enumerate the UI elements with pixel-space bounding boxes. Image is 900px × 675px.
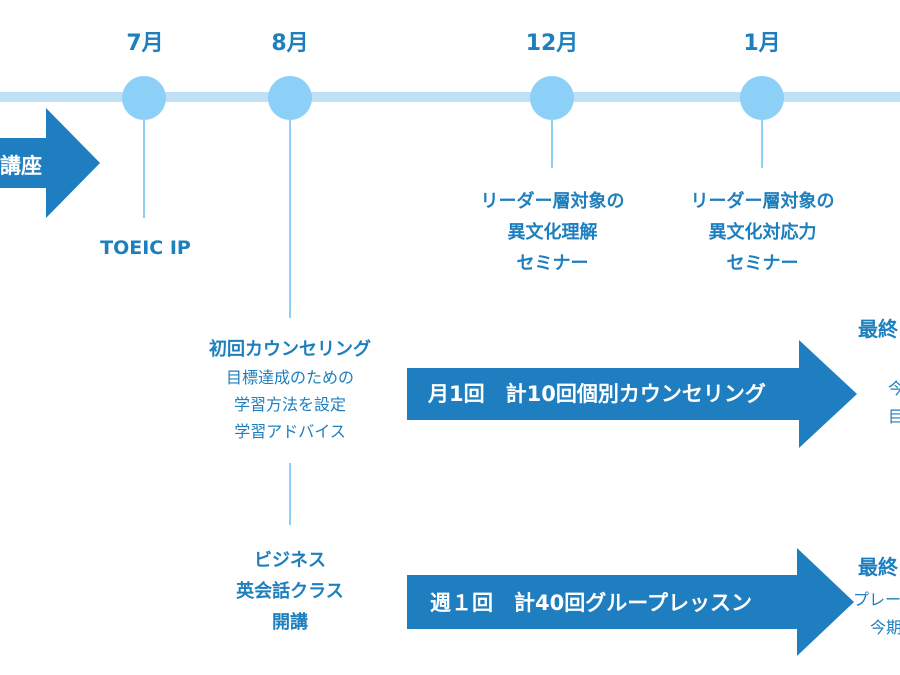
month-july: 7月 [126,31,164,56]
connector-july [143,118,145,218]
course-arrow-label: 講座 [0,154,42,178]
counseling-title: 初回カウンセリング [209,339,371,360]
counseling-arrow-label: 月1回 計10回個別カウンセリング [428,382,766,406]
month-january: 1月 [743,31,781,56]
event-business-english-class: ビジネス 英会話クラス 開講 [200,545,380,638]
final-lesson-title: 最終 [858,555,898,579]
seminar1-line2: 異文化理解 [507,222,598,243]
seminar2-line3: セミナー [726,253,799,274]
counseling-line1: 目標達成のための [225,368,354,387]
timeline-dot-january [740,76,784,120]
connector-december [551,118,553,168]
event-initial-counseling: 初回カウンセリング 目標達成のための 学習方法を設定 学習アドバイス [185,336,395,445]
seminar1-line1: リーダー層対象の [480,191,625,212]
final-lesson-sub2: 今期 [870,618,900,637]
group-lesson-arrow [407,548,854,656]
seminar2-line1: リーダー層対象の [690,191,835,212]
final-lesson-sub1: プレー [853,590,900,609]
final-counseling-title: 最終 [858,317,898,341]
timeline-dot-august [268,76,312,120]
timeline-bar [0,92,900,102]
event-toeic-ip: TOEIC IP [100,237,191,259]
counseling-arrow [407,340,857,448]
timeline-dot-july [122,76,166,120]
connector-counseling-business [289,463,291,525]
month-august: 8月 [271,31,309,56]
business-line3: 開講 [272,612,308,633]
business-line1: ビジネス [254,550,326,571]
group-lesson-arrow-label: 週１回 計40回グループレッスン [430,591,752,615]
connector-august [289,118,291,318]
counseling-line3: 学習アドバイス [234,422,346,441]
final-counseling-sub2: 目 [888,407,900,426]
seminar2-line2: 異文化対応力 [708,222,817,243]
event-seminar-cross-cultural-adaptability: リーダー層対象の 異文化対応力 セミナー [680,186,845,279]
counseling-line2: 学習方法を設定 [233,395,346,414]
month-december: 12月 [525,31,579,56]
course-arrow [0,108,100,218]
event-seminar-cross-cultural-understanding: リーダー層対象の 異文化理解 セミナー [470,186,635,279]
final-counseling-sub1: 今 [888,379,900,398]
seminar1-line3: セミナー [516,253,589,274]
timeline-dot-december [530,76,574,120]
business-line2: 英会話クラス [236,581,344,602]
connector-january [761,118,763,168]
